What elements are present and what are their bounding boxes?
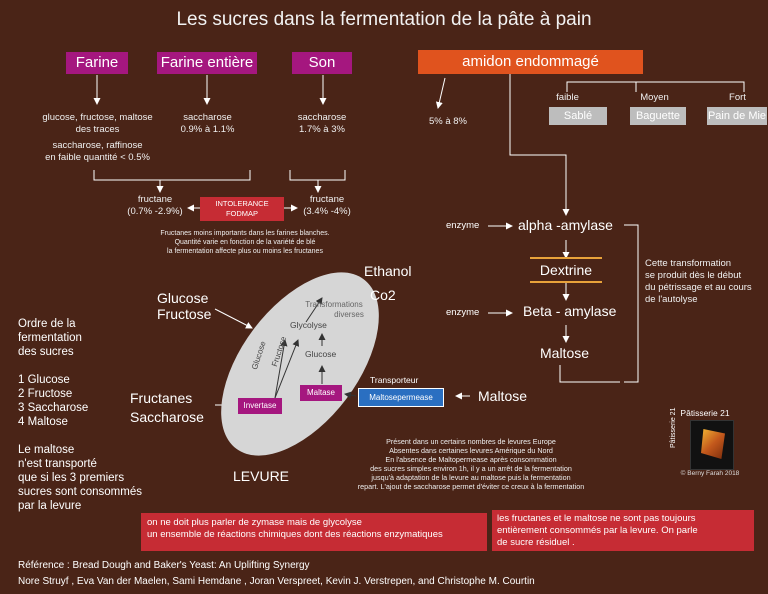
permease-note: Présent dans un certains nombres de levu… xyxy=(357,437,585,491)
invertase-box: Invertase xyxy=(238,398,282,414)
transporteur-label: Transporteur xyxy=(370,375,419,385)
maltose-product: Maltose xyxy=(540,345,590,361)
maltase-box: Maltase xyxy=(300,385,342,401)
list-item: 1 Glucose xyxy=(18,374,70,386)
logo-emblem-icon xyxy=(701,429,725,459)
beta-amylase: Beta - amylase xyxy=(523,303,617,319)
enzyme-label-1: enzyme xyxy=(446,220,480,231)
fructanes-label: Fructanes xyxy=(130,390,193,406)
list-item: 2 Fructose xyxy=(18,388,73,400)
glucose-inner-label: Glucose xyxy=(305,349,337,359)
farine-entiere-box: Farine entière xyxy=(157,52,257,74)
level-faible: faible xyxy=(556,92,579,103)
bread-pain-de-mie: Pain de Mie xyxy=(707,107,767,125)
fructane-right: fructane(3.4% -4%) xyxy=(303,194,351,217)
dextrine: Dextrine xyxy=(530,257,602,283)
son-box: Son xyxy=(292,52,352,74)
amidon-percent: 5% à 8% xyxy=(428,116,468,127)
enzyme-label-2: enzyme xyxy=(446,307,480,318)
levure-label: LEVURE xyxy=(233,468,290,484)
fructane-left: fructane(0.7% -2.9%) xyxy=(127,194,183,217)
level-fort: Fort xyxy=(729,92,746,103)
saccharose-label: Saccharose xyxy=(130,409,204,425)
amidon-box: amidon endommagé xyxy=(418,50,643,74)
glycolyse-label: Glycolyse xyxy=(290,320,327,330)
bread-sable: Sablé xyxy=(549,107,607,125)
order-list: 1 Glucose 2 Fructose 3 Saccharose 4 Malt… xyxy=(18,373,88,429)
logo-image xyxy=(690,420,734,470)
bread-baguette: Baguette xyxy=(630,107,686,125)
co2-label: Co2 xyxy=(370,287,396,303)
logo-title: Pâtisserie 21 xyxy=(680,408,730,418)
fructane-note: Fructanes moins importants dans les fari… xyxy=(160,230,330,255)
logo-copyright: © Berny Farah 2018 xyxy=(680,470,740,477)
residual-sugar-note: les fructanes et le maltose ne sont pas … xyxy=(492,510,754,551)
maltose-label: Maltose xyxy=(478,388,528,404)
zymase-note: on ne doit plus parler de zymase mais de… xyxy=(141,513,487,551)
list-item: 3 Saccharose xyxy=(18,402,89,414)
alpha-amylase: alpha -amylase xyxy=(518,217,613,233)
ethanol-label: Ethanol xyxy=(364,263,412,279)
farine-box: Farine xyxy=(66,52,128,74)
maltosepermease-box: Maltosepermease xyxy=(358,388,444,407)
reference: Référence : Bread Dough and Baker's Yeas… xyxy=(18,560,535,587)
logo-side-text: Pâtisserie 21 xyxy=(670,407,677,448)
page-title: Les sucres dans la fermentation de la pâ… xyxy=(176,9,592,30)
list-item: 4 Maltose xyxy=(18,416,68,428)
level-moyen: Moyen xyxy=(640,92,669,103)
